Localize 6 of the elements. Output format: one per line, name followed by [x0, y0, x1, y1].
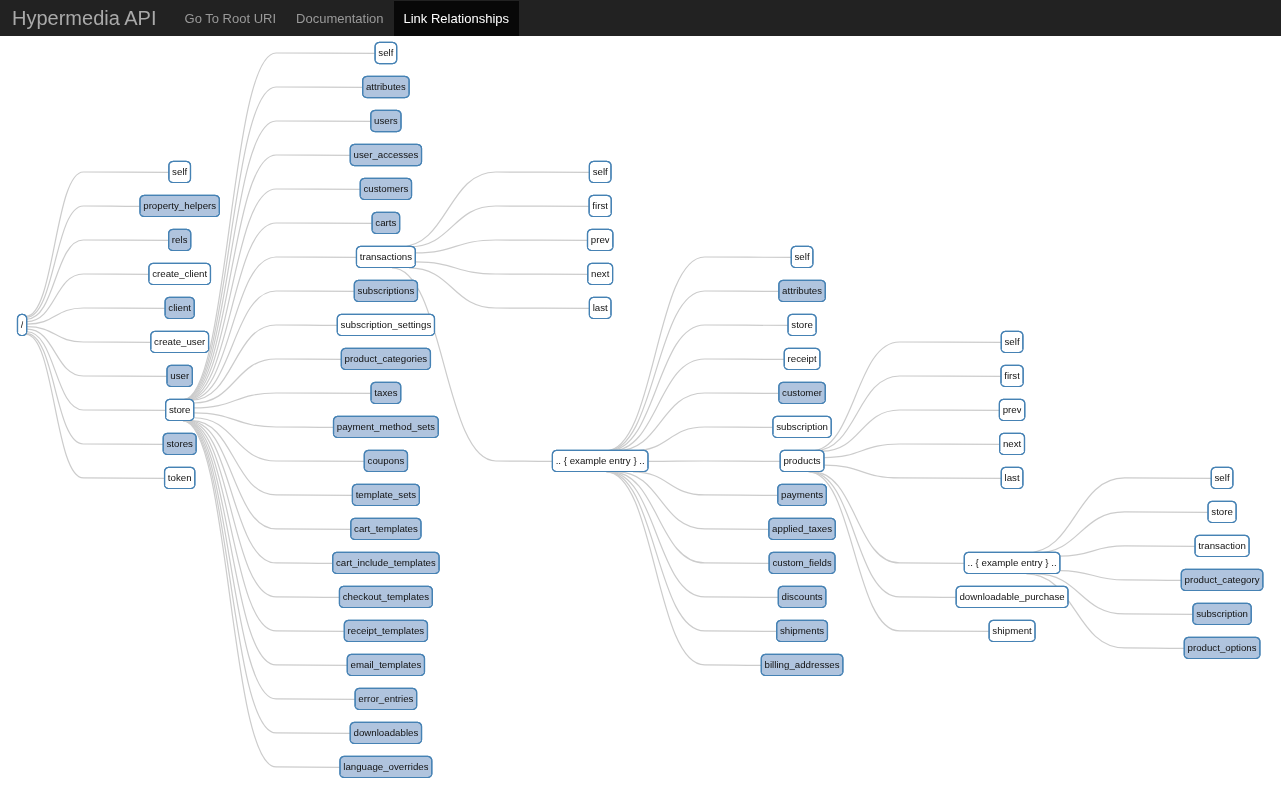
nav-link: Go To Root URI [183, 9, 278, 28]
app-title: Hypermedia API [12, 6, 157, 30]
connector [25, 333, 166, 479]
active-nav-link: Link Relationships [393, 0, 519, 36]
nav-link: Documentation [295, 9, 385, 28]
connector [26, 332, 165, 445]
